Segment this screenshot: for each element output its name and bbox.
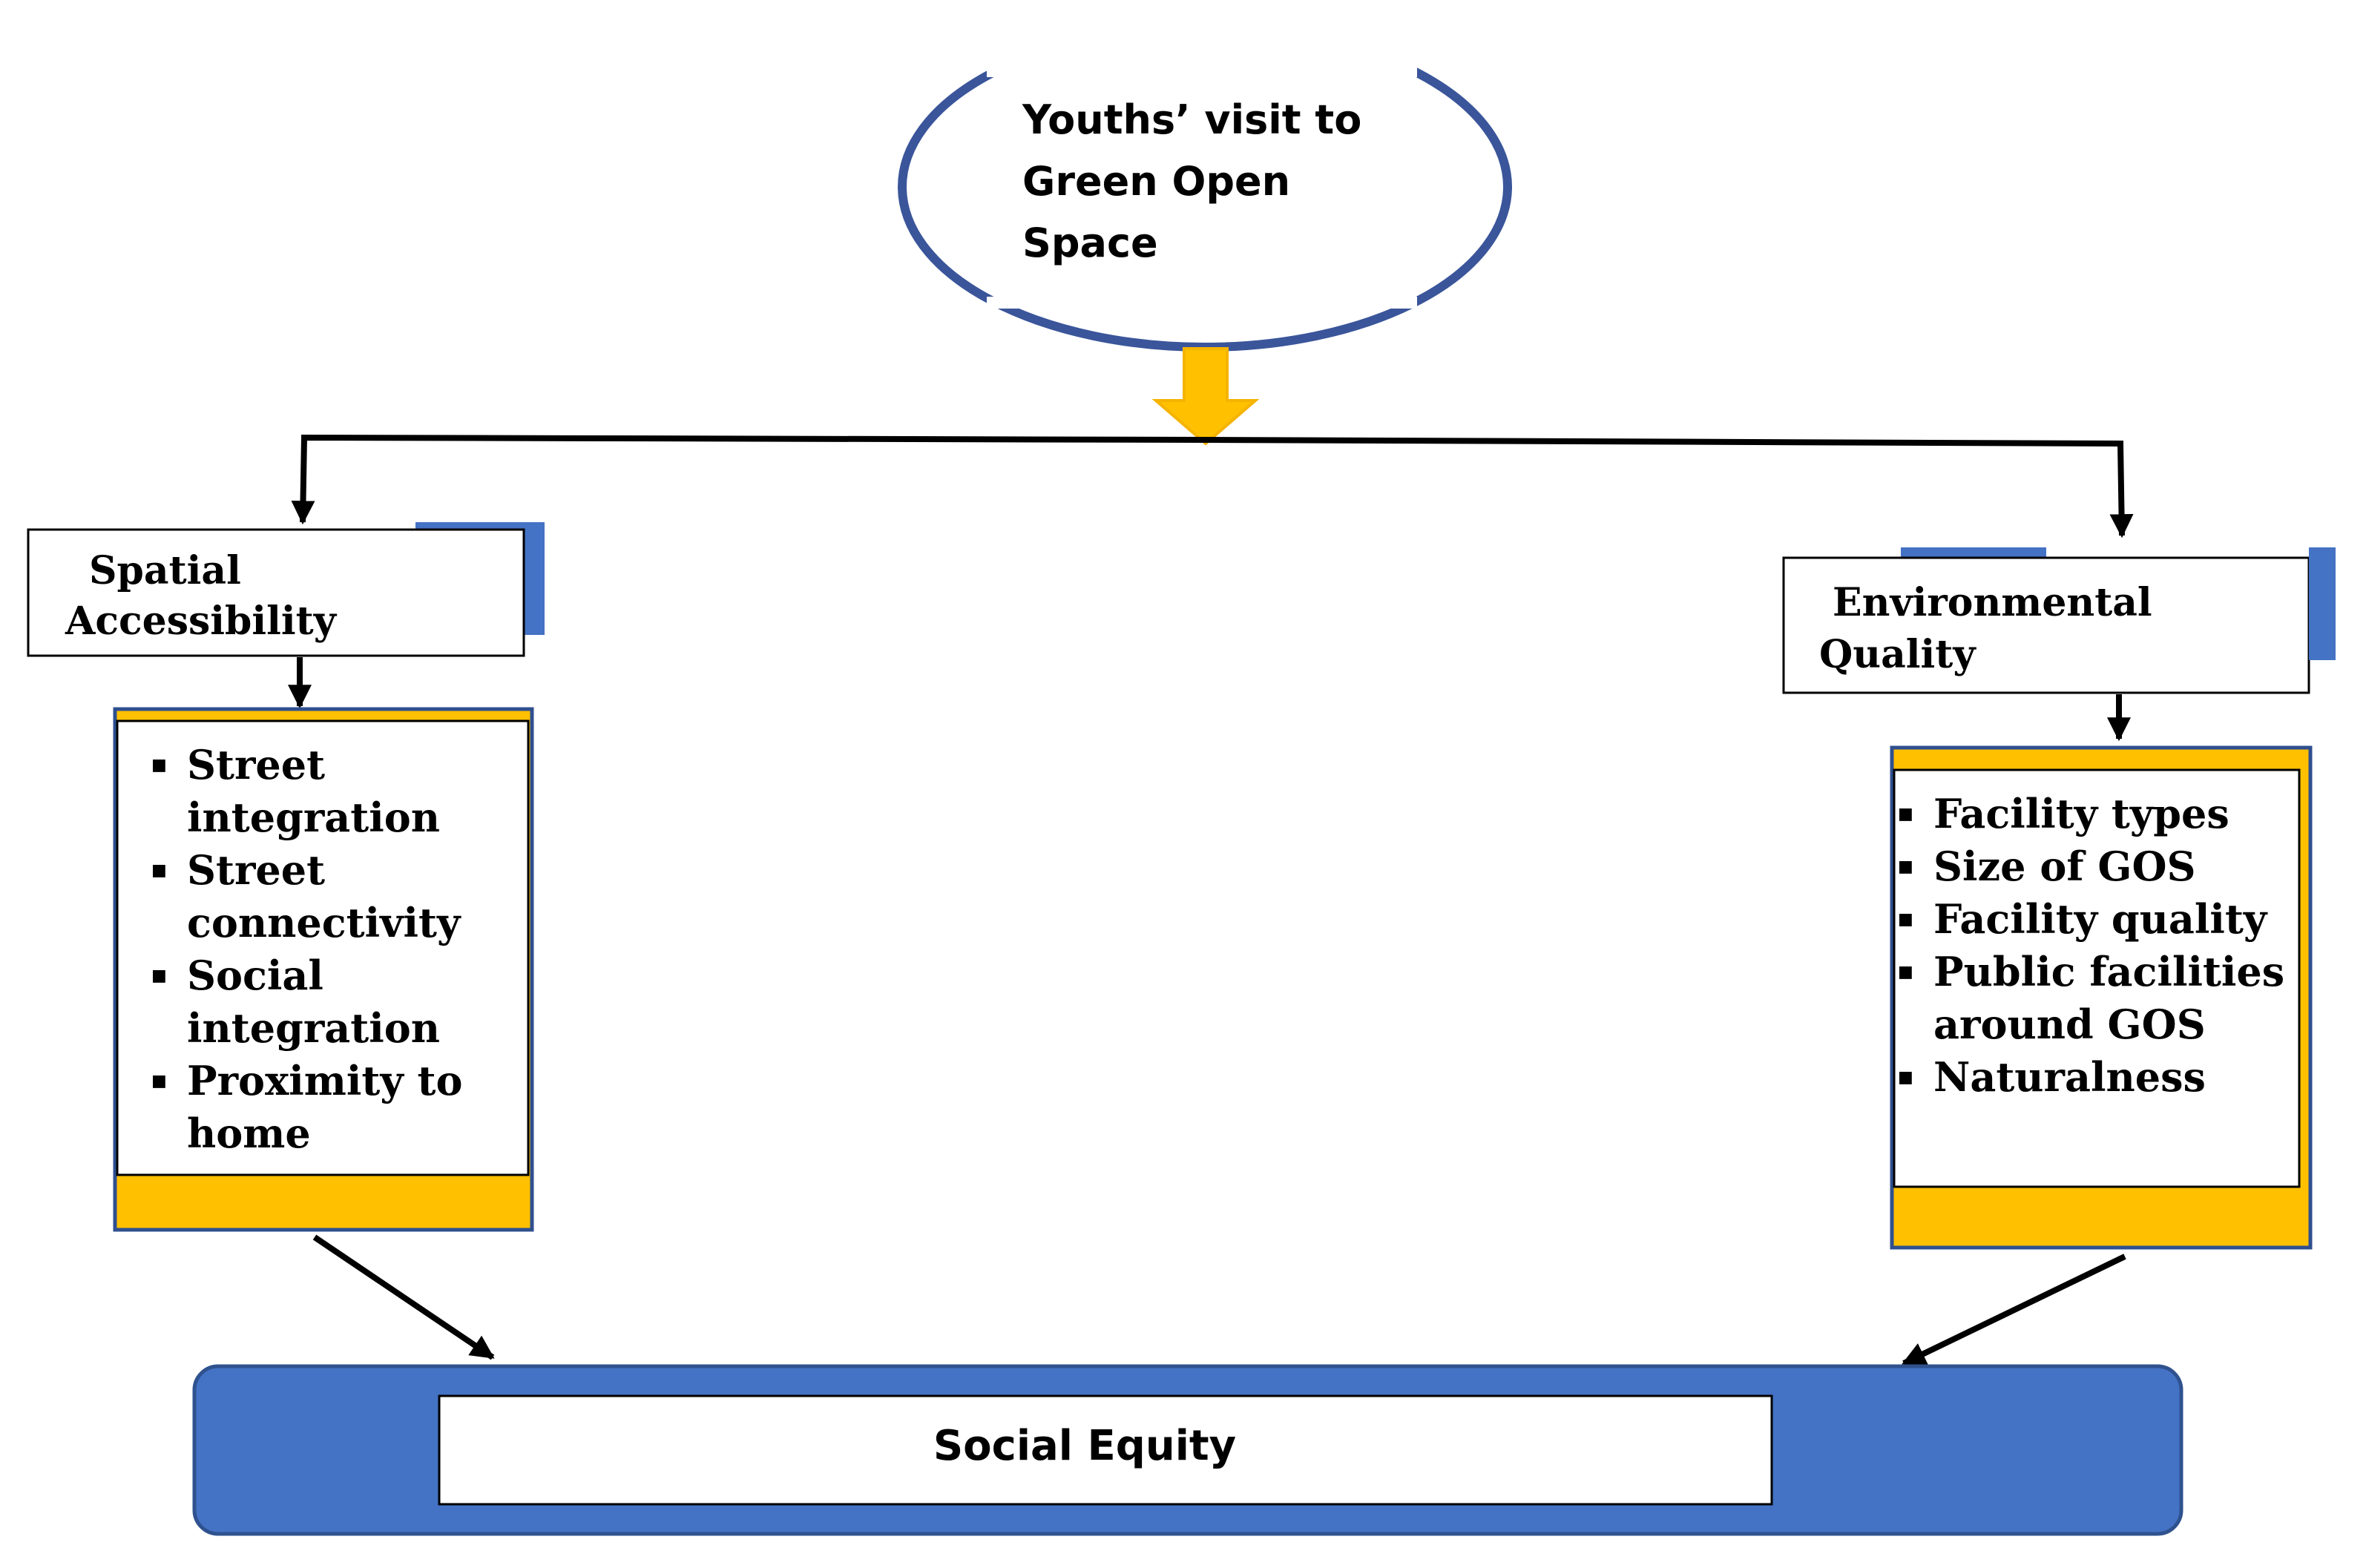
right-list-item: Naturalness: [1898, 1051, 2298, 1104]
left-list-item: Proximity to home: [151, 1055, 522, 1160]
left-branch-title: Spatial Accessibility: [65, 548, 336, 644]
right-to-outcome-arrow: [1902, 1254, 2126, 1366]
right-header-box: [1782, 556, 2310, 694]
left-list-item: Street connectivity: [151, 844, 522, 949]
left-to-outcome-arrow: [312, 1234, 495, 1360]
left-list-item: Social integration: [151, 949, 522, 1055]
left-list-item: Street integration: [151, 739, 522, 844]
yellow-down-arrow: [1151, 347, 1260, 446]
right-branch-list: Facility types Size of GOS Facility qual…: [1898, 788, 2298, 1104]
root-ellipse-gap-bottom: [987, 297, 1417, 309]
right-list-item: Facility types: [1898, 788, 2298, 840]
right-list-item: Size of GOS: [1898, 840, 2298, 893]
left-header-box: [27, 528, 525, 657]
right-header-shadow-right: [2309, 547, 2336, 660]
right-list-item: Facility quality: [1898, 893, 2298, 946]
outcome-box: [438, 1394, 1773, 1506]
left-header-shadow-top: [415, 522, 545, 530]
branch-connector-line: [291, 434, 2134, 538]
outcome-label: Social Equity: [933, 1422, 1237, 1470]
root-ellipse-gap-top: [987, 18, 1417, 77]
right-list-item: Public facilities around GOS: [1898, 946, 2298, 1051]
left-branch-list: Street integration Street connectivity S…: [151, 739, 522, 1160]
root-label: Youths’ visit to Green Open Space: [1022, 96, 1362, 266]
right-branch-title: Environmental Quality: [1819, 580, 2152, 677]
